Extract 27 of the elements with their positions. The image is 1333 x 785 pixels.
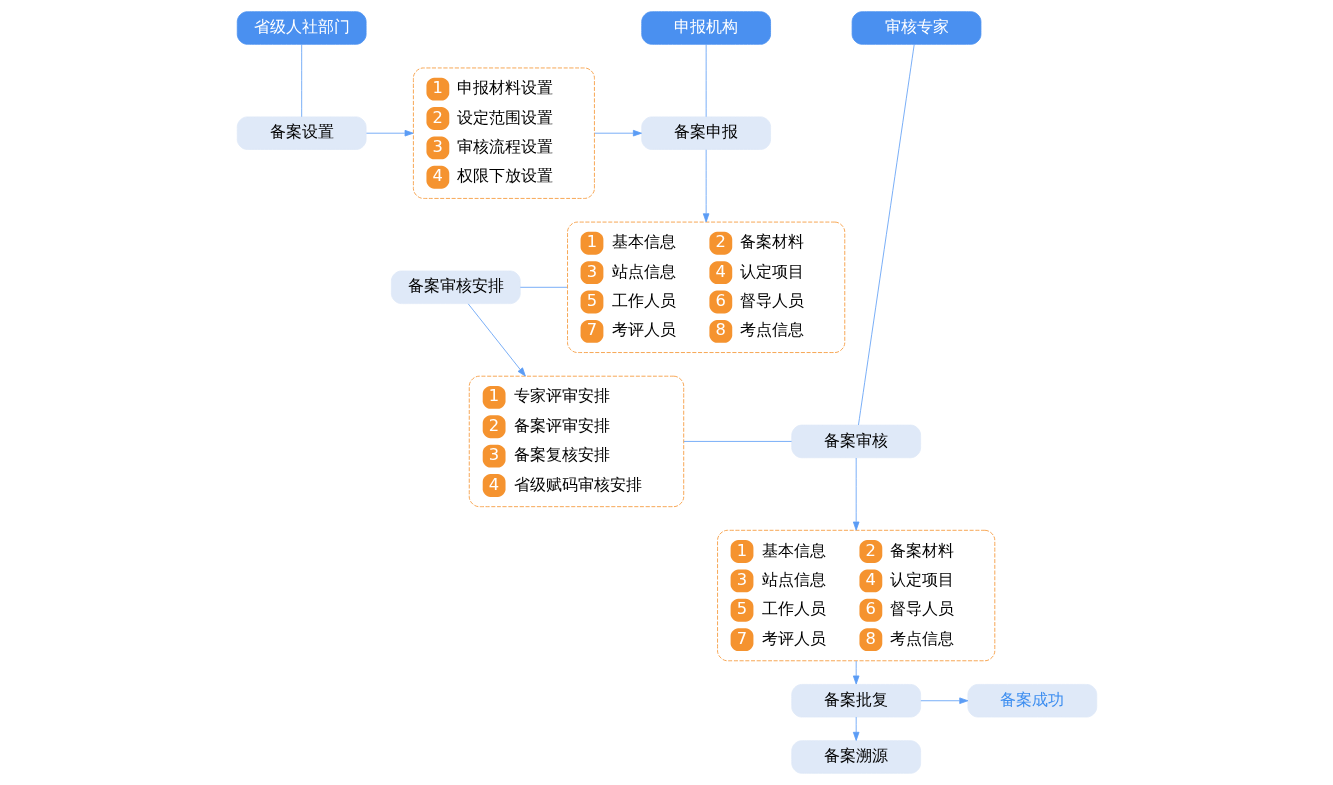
arrow — [919, 697, 968, 704]
arrow — [467, 303, 526, 377]
node-box: 备案设置 — [236, 116, 366, 150]
connector — [519, 286, 568, 288]
node-box: 1 专家评审安排 2 备案评审安排 3 备案复核安排 4 省级赋码审核安排 — [468, 375, 684, 508]
arrow — [852, 660, 859, 685]
node-box: 1 基本信息 2 备案材料 3 站点信息 4 认定项目 5 工作人员 6 督导人员 7 考评人员 8 考点信息 — [566, 221, 845, 353]
node-box: 1 基本信息 2 备案材料 3 站点信息 4 认定项目 5 工作人员 6 督导人员 7 考评人员 8 考点信息 — [716, 529, 995, 662]
connector — [705, 43, 707, 118]
node-box: 申报机构 — [640, 11, 771, 45]
connector — [857, 44, 915, 426]
node-box: 审核专家 — [851, 11, 981, 45]
node-box: 省级人社部门 — [236, 11, 366, 45]
node-box: 备案审核安排 — [390, 270, 521, 305]
arrow — [852, 457, 859, 531]
connector — [682, 441, 792, 442]
arrow — [702, 149, 709, 223]
node-box: 备案成功 — [967, 684, 1097, 718]
arrow — [365, 129, 414, 137]
connector — [300, 43, 302, 118]
arrow — [852, 716, 859, 741]
node-box: 备案申报 — [640, 116, 771, 150]
node-box: 备案溯源 — [790, 740, 921, 774]
arrow — [593, 129, 642, 137]
node-box: 备案审核 — [790, 424, 921, 459]
node-box: 1 申报材料设置 2 设定范围设置 3 审核流程设置 4 权限下放设置 — [412, 67, 595, 199]
node-box: 备案批复 — [790, 684, 921, 718]
